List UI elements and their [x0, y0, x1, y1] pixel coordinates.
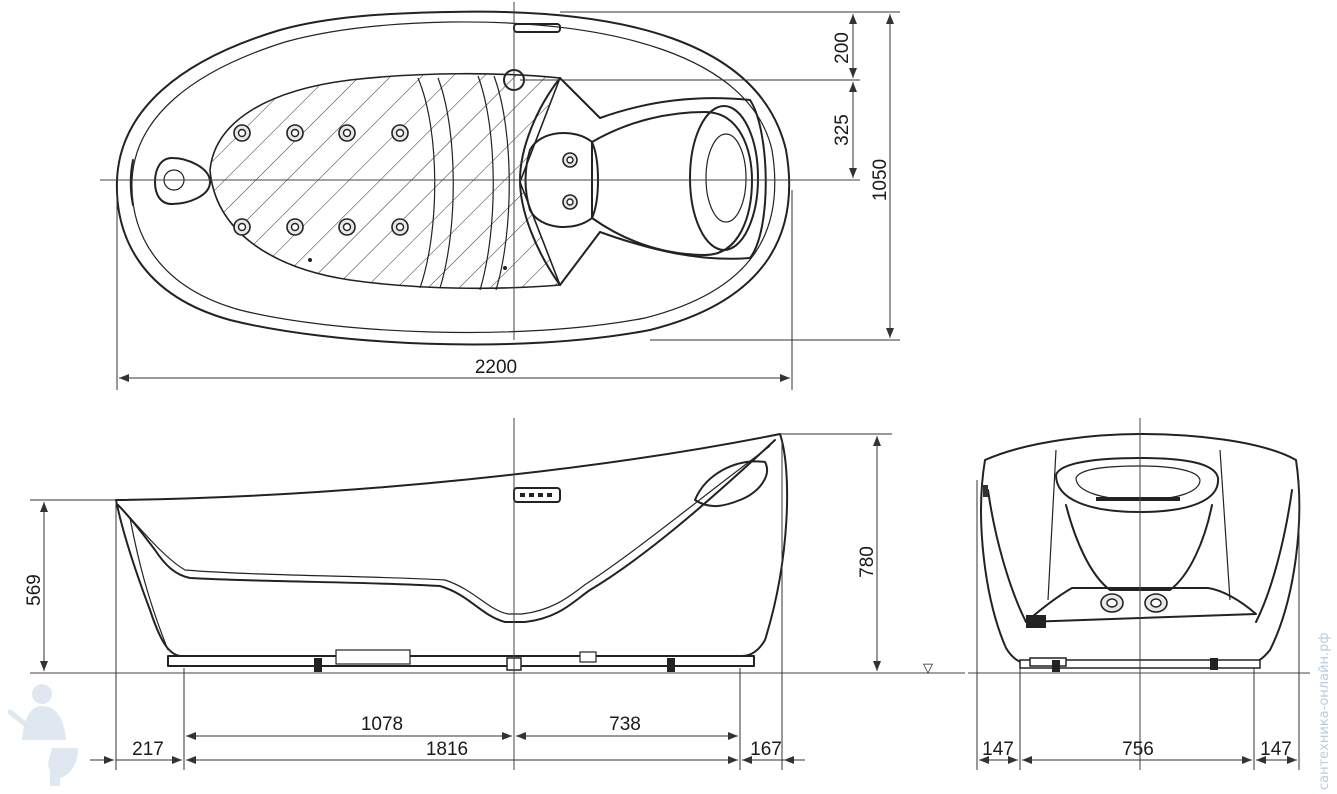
end-basin-floor	[1025, 587, 1257, 623]
end-view: 147 756 147	[968, 418, 1310, 770]
end-inner-left-wall	[987, 489, 1027, 623]
dim-756: 756	[1122, 739, 1154, 760]
top-jets	[233, 124, 409, 236]
side-base-frame	[167, 655, 755, 667]
end-foot-mid	[1052, 660, 1060, 672]
neck-jet-upper-core	[566, 156, 574, 164]
end-headrest-slot	[1096, 497, 1180, 501]
dim-1050: 1050	[870, 159, 891, 201]
control-button-3	[538, 493, 543, 497]
top-pillow-center	[705, 133, 747, 223]
massage-jet-core	[290, 222, 300, 232]
end-inner-line-left	[1047, 449, 1057, 601]
top-pillow	[591, 111, 753, 256]
neck-jet-lower-core	[566, 198, 574, 206]
top-basin-band-1	[417, 77, 436, 289]
floor-level-symbol: ▽	[923, 660, 933, 675]
watermark-text: сантехника-онлайн.рф	[1317, 632, 1332, 790]
end-rim-mark	[983, 485, 988, 497]
end-foot-left	[1029, 657, 1067, 667]
control-button-1	[520, 493, 525, 497]
end-headrest-inner	[1075, 465, 1201, 501]
top-foot-slot	[129, 159, 134, 206]
dim-200: 200	[832, 32, 853, 64]
side-left-wall	[129, 517, 169, 651]
massage-jet-core	[342, 222, 352, 232]
dim-780: 780	[857, 546, 878, 578]
top-sensor-dot-right	[503, 266, 507, 270]
side-foot-right	[667, 658, 675, 672]
top-sensor-dot-left	[308, 258, 312, 262]
top-view: 2200 1050 200 325	[100, 2, 900, 390]
side-view: ▽ 780 569 1078 738 217 1816 167	[24, 418, 965, 770]
massage-jet-core	[237, 222, 247, 232]
mascot-wrench	[7, 709, 33, 731]
massage-jet-core	[395, 222, 405, 232]
dim-147-left: 147	[982, 739, 1014, 760]
dim-147-right: 147	[1260, 739, 1292, 760]
end-headrest-cushion	[1055, 457, 1220, 513]
massage-jet-core	[342, 128, 352, 138]
end-jet-right-core	[1150, 598, 1162, 608]
watermark-logo	[7, 684, 78, 786]
dim-569: 569	[24, 574, 45, 606]
massage-jet-core	[237, 128, 247, 138]
dim-2200: 2200	[475, 357, 517, 378]
dim-738: 738	[609, 714, 641, 735]
massage-jet-core	[395, 128, 405, 138]
dim-1816: 1816	[426, 739, 468, 760]
control-panel-buttons	[520, 493, 552, 497]
top-basin-band-4	[493, 75, 510, 291]
side-inner-basin	[117, 439, 776, 623]
side-pump-unit	[335, 649, 411, 665]
end-headrest-body	[1065, 504, 1213, 591]
top-pillow-cushion	[689, 105, 759, 251]
dim-217: 217	[132, 739, 164, 760]
side-headrest-pillow	[694, 460, 768, 507]
side-outer-shell	[115, 433, 789, 657]
massage-jet-core	[290, 128, 300, 138]
end-jets	[1100, 593, 1168, 613]
mascot-toilet	[48, 748, 78, 786]
top-outer-shell	[115, 10, 791, 346]
neck-jets	[562, 152, 578, 210]
end-inner-line-right	[1219, 449, 1231, 601]
mascot-head	[32, 684, 52, 704]
dim-1078: 1078	[361, 714, 403, 735]
side-foot-left	[314, 658, 322, 672]
top-basin-band-3	[477, 75, 494, 291]
top-headrest-frame	[519, 77, 767, 286]
top-basin-band-2	[437, 77, 454, 289]
side-valve	[579, 651, 597, 663]
side-feet	[314, 649, 675, 672]
dim-325: 325	[832, 114, 853, 146]
end-foot-right	[1210, 658, 1218, 670]
top-basin-floor	[209, 72, 562, 290]
side-inner-basin-lip	[124, 445, 771, 615]
end-jet-left-core	[1106, 598, 1118, 608]
drain-icon	[154, 157, 211, 205]
dim-167: 167	[750, 739, 782, 760]
end-side-handle	[1026, 615, 1046, 628]
mascot-body	[22, 706, 66, 740]
side-base-inner	[185, 660, 737, 665]
control-button-2	[529, 493, 534, 497]
end-inner-right-wall	[1255, 489, 1293, 623]
control-button-4	[547, 493, 552, 497]
